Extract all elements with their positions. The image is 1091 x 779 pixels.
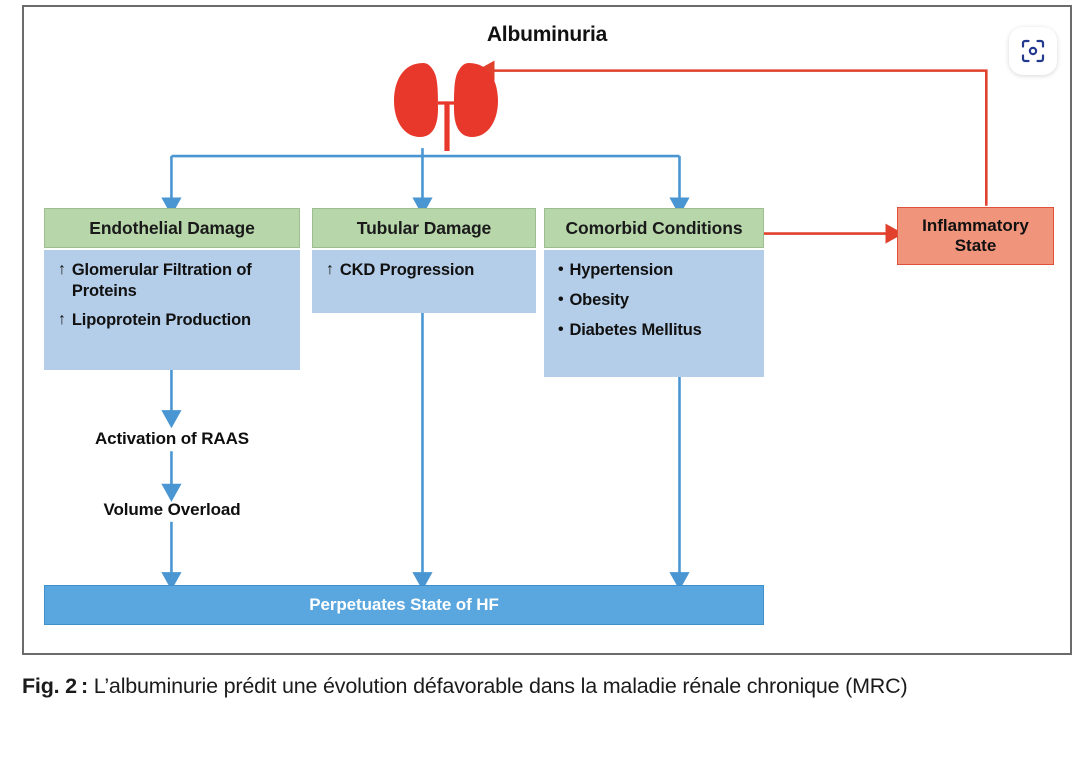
body-line-text: Glomerular Filtration of Proteins [71, 261, 252, 301]
body-line: • Obesity [558, 290, 752, 311]
body-line: • Diabetes Mellitus [558, 320, 752, 341]
body-line: ↑ CKD Progression [326, 260, 524, 281]
body-line: ↑ Lipoprotein Production [58, 310, 288, 331]
inflammatory-line-1: Inflammatory [922, 215, 1029, 235]
inflammatory-state-label: Inflammatory State [922, 216, 1029, 257]
up-arrow-marker: ↑ [58, 261, 66, 278]
header-endothelial-damage[interactable]: Endothelial Damage [44, 208, 300, 248]
node-perpetuates-state-of-hf[interactable]: Perpetuates State of HF [44, 585, 764, 625]
node-inflammatory-state[interactable]: Inflammatory State [897, 207, 1054, 265]
header-tubular-damage[interactable]: Tubular Damage [312, 208, 536, 248]
figure-caption-label: Fig. 2 : [22, 674, 89, 698]
bullet-marker: • [558, 261, 564, 278]
figure-caption-text: L’albuminurie prédit une évolution défav… [88, 674, 908, 698]
bullet-marker: • [558, 321, 564, 339]
up-arrow-marker: ↑ [326, 261, 334, 278]
inflammatory-line-2: State [954, 236, 997, 255]
body-line: • Hypertension [558, 260, 752, 281]
diagram-connectors [161, 60, 988, 591]
scan-lens-button[interactable] [1009, 27, 1057, 75]
scan-lens-icon [1021, 39, 1045, 63]
figure-caption: Fig. 2 : L’albuminurie prédit une évolut… [22, 672, 1077, 701]
body-endothelial-damage: ↑ Glomerular Filtration of Proteins ↑ Li… [44, 250, 300, 370]
label-volume-overload: Volume Overload [103, 500, 241, 519]
body-line-text: Lipoprotein Production [71, 311, 251, 330]
figure-frame: Albuminuria Endothelial Damage ↑ Glomeru… [22, 5, 1072, 655]
body-line-text: Diabetes Mellitus [569, 321, 702, 340]
body-line-text: Hypertension [569, 261, 674, 279]
bullet-marker: • [558, 291, 564, 309]
label-activation-of-raas: Activation of RAAS [94, 429, 250, 448]
page-title: Albuminuria [486, 23, 608, 46]
body-line-text: Obesity [569, 291, 629, 310]
up-arrow-marker: ↑ [58, 311, 66, 329]
body-line: ↑ Glomerular Filtration of Proteins [58, 260, 288, 302]
header-comorbid-conditions[interactable]: Comorbid Conditions [544, 208, 764, 248]
kidney-organ-icon [391, 59, 501, 155]
body-comorbid-conditions: • Hypertension • Obesity • Diabetes Mell… [544, 250, 764, 377]
body-tubular-damage: ↑ CKD Progression [312, 250, 536, 313]
body-line-text: CKD Progression [339, 261, 475, 279]
